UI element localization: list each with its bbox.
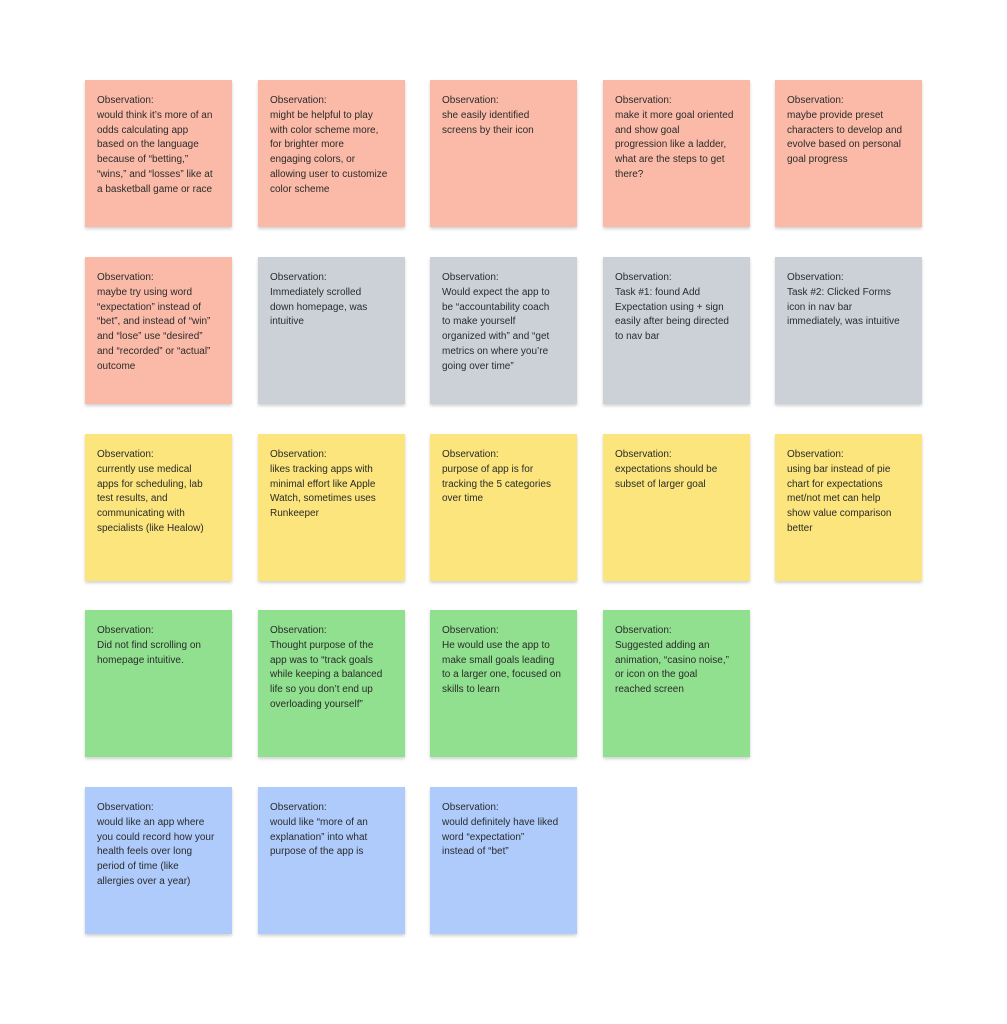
note-label: Observation: [787, 95, 844, 106]
sticky-note-gray[interactable]: Observation: Would expect the app to be … [430, 257, 577, 404]
note-label: Observation: [442, 802, 499, 813]
note-text: Would expect the app to be “accountabili… [442, 286, 550, 372]
note-text: would definitely have liked word “expect… [442, 816, 559, 858]
note-label: Observation: [615, 449, 672, 460]
sticky-note-gray[interactable]: Observation: Immediately scrolled down h… [258, 257, 405, 404]
sticky-note-red[interactable]: Observation: maybe provide preset charac… [775, 80, 922, 227]
note-text: Thought purpose of the app was to “track… [270, 639, 383, 710]
note-label: Observation: [442, 272, 499, 283]
note-text: would like “more of an explanation” into… [270, 816, 368, 858]
note-label: Observation: [615, 95, 672, 106]
note-text: might be helpful to play with color sche… [270, 109, 388, 195]
note-text: she easily identified screens by their i… [442, 109, 534, 136]
note-text: Task #1: found Add Expectation using + s… [615, 286, 729, 343]
note-text: using bar instead of pie chart for expec… [787, 463, 892, 534]
note-label: Observation: [270, 272, 327, 283]
sticky-note-yellow[interactable]: Observation: expectations should be subs… [603, 434, 750, 581]
note-label: Observation: [442, 625, 499, 636]
note-label: Observation: [97, 625, 154, 636]
note-text: would think it’s more of an odds calcula… [97, 109, 213, 195]
sticky-note-green[interactable]: Observation: Thought purpose of the app … [258, 610, 405, 757]
sticky-note-blue[interactable]: Observation: would definitely have liked… [430, 787, 577, 934]
note-label: Observation: [615, 272, 672, 283]
sticky-note-blue[interactable]: Observation: would like “more of an expl… [258, 787, 405, 934]
sticky-note-green[interactable]: Observation: He would use the app to mak… [430, 610, 577, 757]
sticky-note-yellow[interactable]: Observation: currently use medical apps … [85, 434, 232, 581]
note-text: likes tracking apps with minimal effort … [270, 463, 376, 520]
note-text: maybe try using word “expectation” inste… [97, 286, 211, 372]
note-text: Task #2: Clicked Forms icon in nav bar i… [787, 286, 900, 328]
sticky-note-red[interactable]: Observation: might be helpful to play wi… [258, 80, 405, 227]
sticky-note-green[interactable]: Observation: Suggested adding an animati… [603, 610, 750, 757]
note-label: Observation: [270, 95, 327, 106]
note-label: Observation: [442, 95, 499, 106]
sticky-note-red[interactable]: Observation: make it more goal oriented … [603, 80, 750, 227]
note-text: currently use medical apps for schedulin… [97, 463, 204, 534]
note-label: Observation: [270, 625, 327, 636]
sticky-note-green[interactable]: Observation: Did not find scrolling on h… [85, 610, 232, 757]
note-text: maybe provide preset characters to devel… [787, 109, 903, 166]
sticky-note-gray[interactable]: Observation: Task #1: found Add Expectat… [603, 257, 750, 404]
note-text: He would use the app to make small goals… [442, 639, 561, 696]
note-label: Observation: [787, 272, 844, 283]
sticky-note-yellow[interactable]: Observation: purpose of app is for track… [430, 434, 577, 581]
sticky-note-red[interactable]: Observation: maybe try using word “expec… [85, 257, 232, 404]
sticky-note-gray[interactable]: Observation: Task #2: Clicked Forms icon… [775, 257, 922, 404]
note-label: Observation: [97, 449, 154, 460]
note-text: Suggested adding an animation, “casino n… [615, 639, 729, 696]
note-text: Did not find scrolling on homepage intui… [97, 639, 201, 666]
note-label: Observation: [97, 95, 154, 106]
sticky-note-yellow[interactable]: Observation: likes tracking apps with mi… [258, 434, 405, 581]
note-label: Observation: [270, 449, 327, 460]
sticky-note-red[interactable]: Observation: she easily identified scree… [430, 80, 577, 227]
sticky-note-red[interactable]: Observation: would think it’s more of an… [85, 80, 232, 227]
note-text: expectations should be subset of larger … [615, 463, 718, 490]
note-label: Observation: [787, 449, 844, 460]
note-label: Observation: [442, 449, 499, 460]
note-label: Observation: [270, 802, 327, 813]
note-label: Observation: [615, 625, 672, 636]
sticky-note-yellow[interactable]: Observation: using bar instead of pie ch… [775, 434, 922, 581]
note-text: would like an app where you could record… [97, 816, 215, 887]
note-text: Immediately scrolled down homepage, was … [270, 286, 368, 328]
note-label: Observation: [97, 802, 154, 813]
sticky-note-blue[interactable]: Observation: would like an app where you… [85, 787, 232, 934]
note-text: purpose of app is for tracking the 5 cat… [442, 463, 551, 505]
note-text: make it more goal oriented and show goal… [615, 109, 734, 180]
note-label: Observation: [97, 272, 154, 283]
